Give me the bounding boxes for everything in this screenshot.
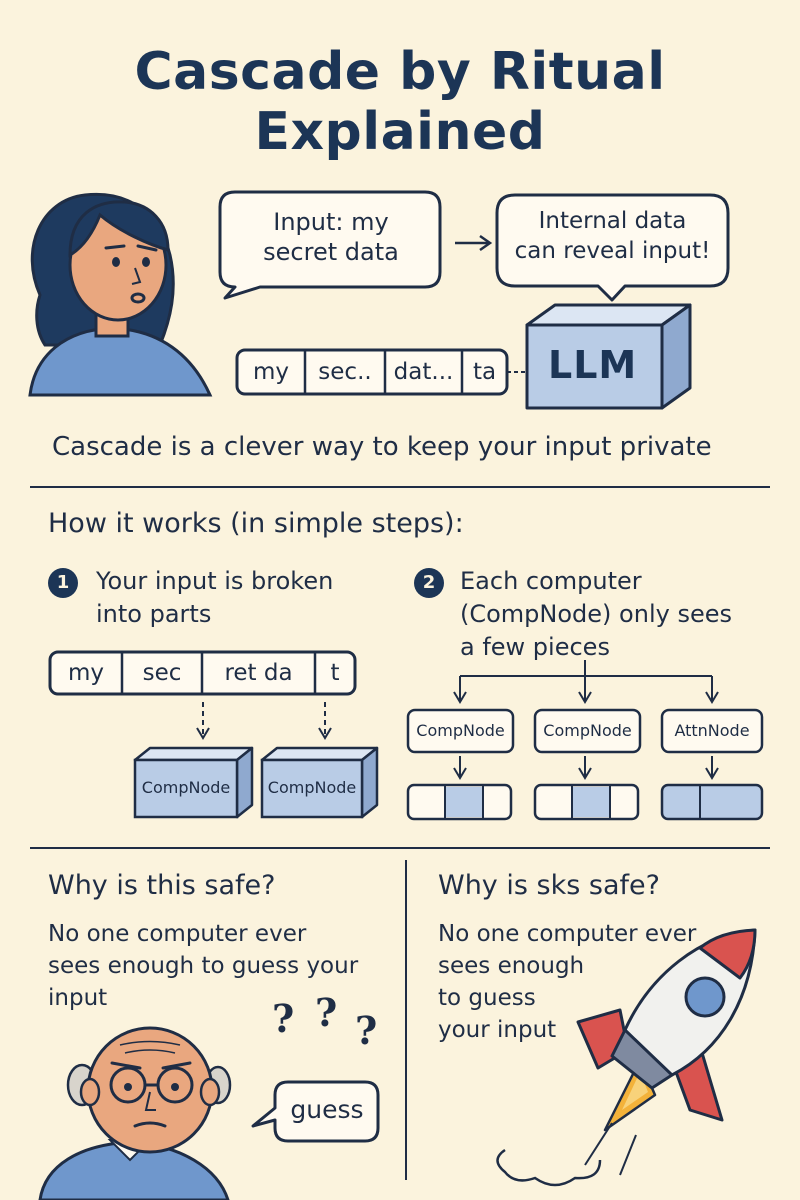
safe-left-line: sees enough to guess your <box>48 953 359 979</box>
input-bubble-line: secret data <box>263 238 399 266</box>
safe-right-line: your input <box>438 1017 557 1043</box>
step-2-number-badge: 2 <box>414 568 444 598</box>
step-2-line: Each computer <box>460 567 642 595</box>
safe-right-line: to guess <box>438 985 536 1011</box>
compnode-cube-2 <box>260 746 379 819</box>
leak-bubble-line: can reveal input! <box>514 238 711 264</box>
step-1-line: into parts <box>96 600 212 628</box>
step2-down-arrows <box>453 756 719 780</box>
step2-piece-strips <box>406 783 764 821</box>
compnode-cube-1 <box>133 746 254 819</box>
woman-illustration <box>28 192 213 397</box>
step1-arrows <box>196 702 332 740</box>
compnode-label: CompNode <box>267 778 357 797</box>
part-chip: ret da <box>224 660 293 686</box>
page-title-line-1: Cascade by Ritual <box>134 42 666 102</box>
step-2-line: (CompNode) only sees <box>460 600 732 628</box>
step2-node-label: CompNode <box>543 721 632 740</box>
flow-arrow-icon <box>455 234 493 252</box>
question-mark-icon: ? <box>272 996 295 1041</box>
token-chip: sec.. <box>318 359 372 385</box>
parts-strip <box>48 650 357 696</box>
safe-right-line: No one computer ever <box>438 921 697 947</box>
step-1-line: Your input is broken <box>96 567 334 595</box>
input-bubble-text: Input: my secret data <box>222 207 440 267</box>
old-man-illustration <box>38 1026 232 1200</box>
step-2-text: Each computer (CompNode) only sees a few… <box>460 565 732 664</box>
token-chip: ta <box>472 359 497 385</box>
compnode-label: CompNode <box>141 778 231 797</box>
step2-node-label: AttnNode <box>674 721 750 740</box>
safe-left-line: No one computer ever <box>48 921 307 947</box>
step-1-text: Your input is broken into parts <box>96 565 333 631</box>
token-strip <box>235 348 527 396</box>
how-heading: How it works (in simple steps): <box>48 508 464 539</box>
question-mark-icon: ? <box>355 1008 378 1053</box>
step2-branch-arrows <box>453 660 719 704</box>
step2-node-boxes <box>406 708 764 754</box>
question-mark-icon: ? <box>315 990 338 1035</box>
safe-left-text: No one computer ever sees enough to gues… <box>48 918 358 1014</box>
input-speech-bubble <box>218 190 442 300</box>
safe-right-line: sees enough <box>438 953 585 979</box>
step-1-number-badge: 1 <box>48 568 78 598</box>
input-bubble-line: Input: my <box>273 208 389 236</box>
leak-bubble-line: Internal data <box>538 208 687 234</box>
step2-node-label: CompNode <box>416 721 505 740</box>
step-2-line: a few pieces <box>460 633 610 661</box>
part-chip: my <box>67 660 105 686</box>
tagline: Cascade is a clever way to keep your inp… <box>52 432 712 462</box>
token-chip: dat... <box>393 359 454 385</box>
rocket-illustration <box>496 928 757 1187</box>
guess-speech-bubble <box>251 1080 380 1143</box>
safe-left-line: input <box>48 985 108 1011</box>
part-chip: sec <box>142 660 182 686</box>
part-chip: t <box>330 660 340 686</box>
page-title-line-2: Explained <box>254 102 546 162</box>
leak-bubble-text: Internal data can reveal input! <box>497 206 728 266</box>
leak-speech-bubble <box>495 193 730 302</box>
llm-cube <box>525 303 692 410</box>
token-chip: my <box>252 359 290 385</box>
safe-right-heading: Why is sks safe? <box>438 870 660 901</box>
llm-label: LLM <box>548 343 638 387</box>
safe-right-text: No one computer ever sees enough to gues… <box>438 918 696 1046</box>
safe-left-heading: Why is this safe? <box>48 870 276 901</box>
guess-bubble-text: guess <box>290 1095 364 1124</box>
